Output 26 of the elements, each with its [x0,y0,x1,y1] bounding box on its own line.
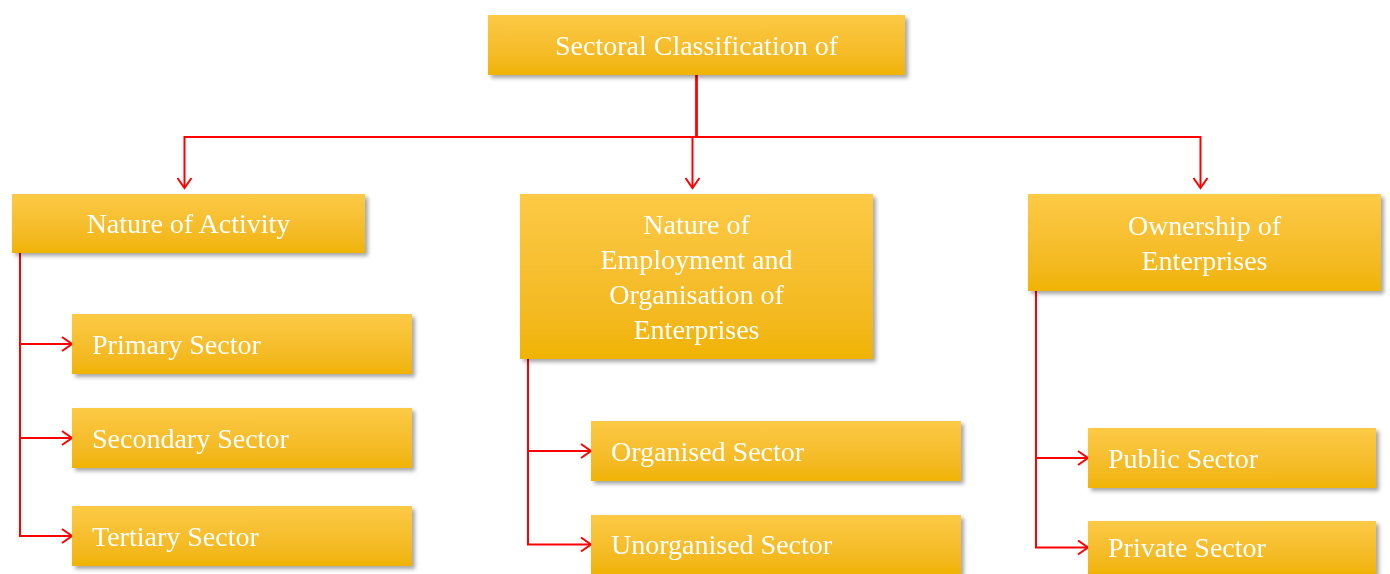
box-label: Nature of Employment and Organisation of Enterprises [599,207,794,347]
process-box [520,194,873,359]
process-box [591,515,961,574]
box-label: Unorganised Sector [611,528,833,562]
process-box [488,15,905,75]
process-box [1088,428,1376,488]
box-label: Primary Sector [92,327,261,362]
box-label: Ownership of Enterprises [1126,208,1283,278]
arrow [695,74,1209,189]
arrow [1035,290,1089,556]
box-label: Private Sector [1108,531,1266,565]
arrow [527,358,592,553]
box-label: Organised Sector [611,434,805,469]
box-label: Tertiary Sector [92,519,259,554]
process-box [72,408,412,468]
box-label: Secondary Sector [92,421,289,456]
box-label: Nature of Activity [86,207,291,241]
process-box [12,194,365,253]
box-label: Sectoral Classification of [554,28,838,63]
arrow [19,252,73,544]
process-box [72,506,412,566]
process-box [591,421,961,481]
process-box [72,314,412,374]
process-box [1088,521,1376,574]
box-label: Public Sector [1108,441,1259,476]
process-box [1028,194,1381,291]
